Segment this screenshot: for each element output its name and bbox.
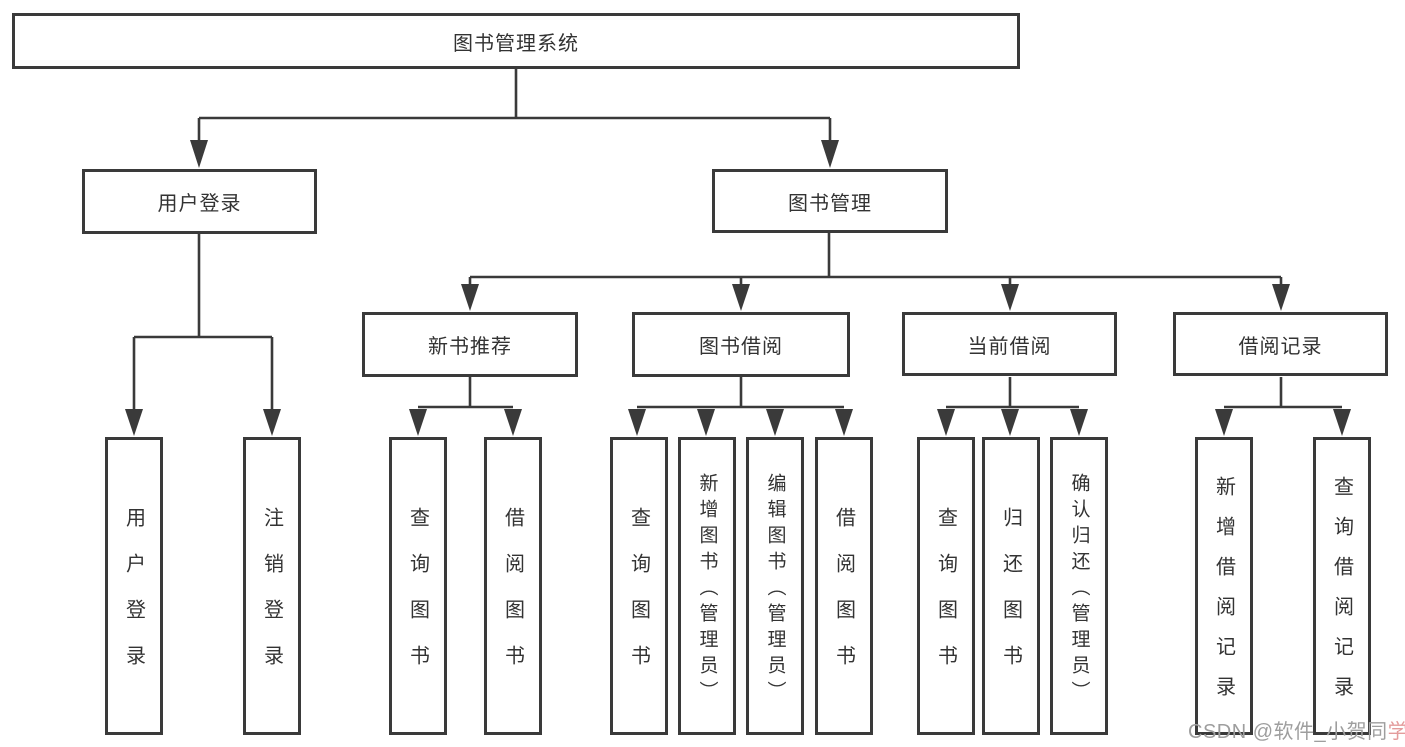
leaf-user-login: 用户登录: [105, 437, 163, 735]
node-book-borrow-label: 图书借阅: [699, 336, 783, 358]
leaf-borrow-book-2-label: 借阅图书: [832, 507, 855, 691]
node-user-login: 用户登录: [82, 169, 317, 234]
leaf-query-book-2-label: 查询图书: [627, 507, 650, 691]
leaf-logout: 注销登录: [243, 437, 301, 735]
csdn-watermark: CSDN @软件_小贺同学: [1188, 715, 1405, 744]
leaf-add-borrow-record: 新增借阅记录: [1195, 437, 1253, 735]
leaf-add-book-admin-label: 新增图书（管理员）: [696, 472, 718, 707]
node-book-borrow: 图书借阅: [632, 312, 850, 377]
arrowheads: [125, 140, 1351, 436]
node-new-book-recommend: 新书推荐: [362, 312, 578, 377]
leaf-confirm-return-admin-label: 确认归还（管理员）: [1068, 472, 1090, 707]
node-user-login-label: 用户登录: [157, 193, 242, 215]
node-root-label: 图书管理系统: [453, 32, 579, 55]
leaf-borrow-book-1-label: 借阅图书: [501, 507, 524, 691]
leaf-edit-book-admin: 编辑图书（管理员）: [746, 437, 804, 735]
leaf-return-book: 归还图书: [982, 437, 1040, 735]
node-borrow-record: 借阅记录: [1173, 312, 1388, 376]
leaf-query-book-1: 查询图书: [389, 437, 447, 735]
leaf-query-book-1-label: 查询图书: [406, 507, 429, 691]
leaf-borrow-book-2: 借阅图书: [815, 437, 873, 735]
leaf-edit-book-admin-label: 编辑图书（管理员）: [764, 472, 786, 707]
watermark-accent-text: 学: [1387, 721, 1405, 743]
leaf-query-book-2: 查询图书: [610, 437, 668, 735]
leaf-return-book-label: 归还图书: [999, 507, 1022, 691]
node-current-borrow-label: 当前借阅: [967, 335, 1052, 358]
leaf-confirm-return-admin: 确认归还（管理员）: [1050, 437, 1108, 735]
node-root-system: 图书管理系统: [12, 13, 1020, 69]
node-current-borrow: 当前借阅: [902, 312, 1117, 376]
leaf-query-borrow-record: 查询借阅记录: [1313, 437, 1371, 735]
leaf-add-borrow-record-label: 新增借阅记录: [1212, 476, 1235, 716]
leaf-query-borrow-record-label: 查询借阅记录: [1330, 476, 1353, 716]
node-new-book-recommend-label: 新书推荐: [428, 336, 512, 358]
node-book-management-label: 图书管理: [788, 192, 872, 215]
leaf-query-book-3: 查询图书: [917, 437, 975, 735]
leaf-query-book-3-label: 查询图书: [934, 507, 957, 691]
leaf-user-login-label: 用户登录: [122, 507, 145, 691]
leaf-borrow-book-1: 借阅图书: [484, 437, 542, 735]
node-borrow-record-label: 借阅记录: [1238, 335, 1323, 358]
watermark-text: CSDN @软件_小贺同: [1188, 721, 1388, 743]
leaf-add-book-admin: 新增图书（管理员）: [678, 437, 736, 735]
node-book-management: 图书管理: [712, 169, 948, 233]
leaf-logout-label: 注销登录: [260, 507, 283, 691]
